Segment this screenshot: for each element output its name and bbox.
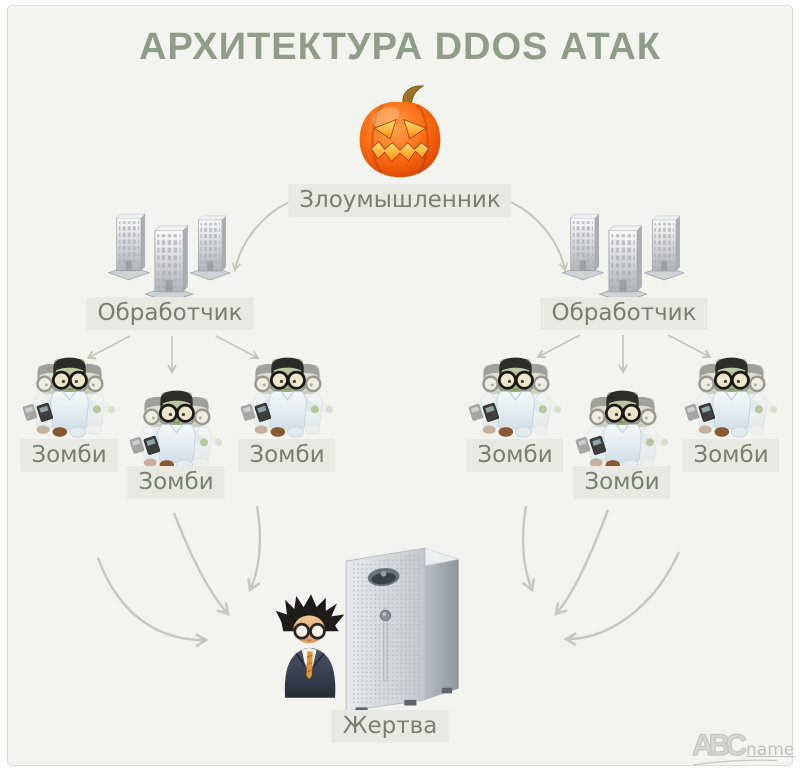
- zombie-label: Зомби: [127, 466, 225, 499]
- victim-label: Жертва: [331, 710, 449, 743]
- zombie-label: Зомби: [238, 439, 336, 472]
- zombie-icon: [239, 356, 335, 439]
- buildings-icon: [108, 213, 231, 303]
- server-icon: [345, 547, 460, 713]
- zombie-label: Зомби: [573, 466, 671, 499]
- watermark-swoosh: [692, 759, 778, 766]
- zombie-icon: [683, 356, 779, 439]
- buildings-icon: [562, 213, 685, 303]
- handler-right-label: Обработчик: [540, 297, 708, 330]
- zombie-label: Зомби: [466, 439, 564, 472]
- page-title: АРХИТЕКТУРА DDOS АТАК: [139, 26, 661, 68]
- watermark-name-text: name: [746, 740, 795, 760]
- attacker-label: Злоумышленник: [288, 184, 512, 217]
- zombie-icon: [21, 356, 117, 439]
- businessman-icon: [275, 594, 345, 698]
- zombie-icon: [467, 356, 563, 439]
- zombie-icon: [128, 389, 224, 472]
- zombie-icon: [574, 389, 670, 472]
- zombie-label: Зомби: [682, 439, 780, 472]
- zombie-label: Зомби: [20, 439, 118, 472]
- handler-left-label: Обработчик: [86, 297, 254, 330]
- pumpkin-icon: [359, 85, 441, 178]
- watermark-abc-text: ABC: [691, 729, 747, 762]
